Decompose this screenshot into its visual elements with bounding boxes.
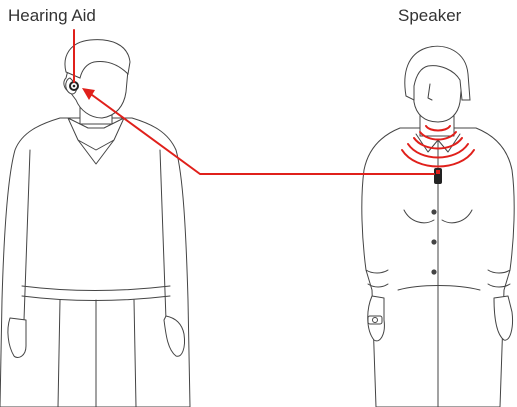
clip-microphone-icon xyxy=(434,168,442,184)
listener-figure xyxy=(0,40,190,407)
watch-icon xyxy=(368,316,382,324)
hearing-aid-icon xyxy=(70,82,78,90)
speaker-figure xyxy=(362,46,514,407)
